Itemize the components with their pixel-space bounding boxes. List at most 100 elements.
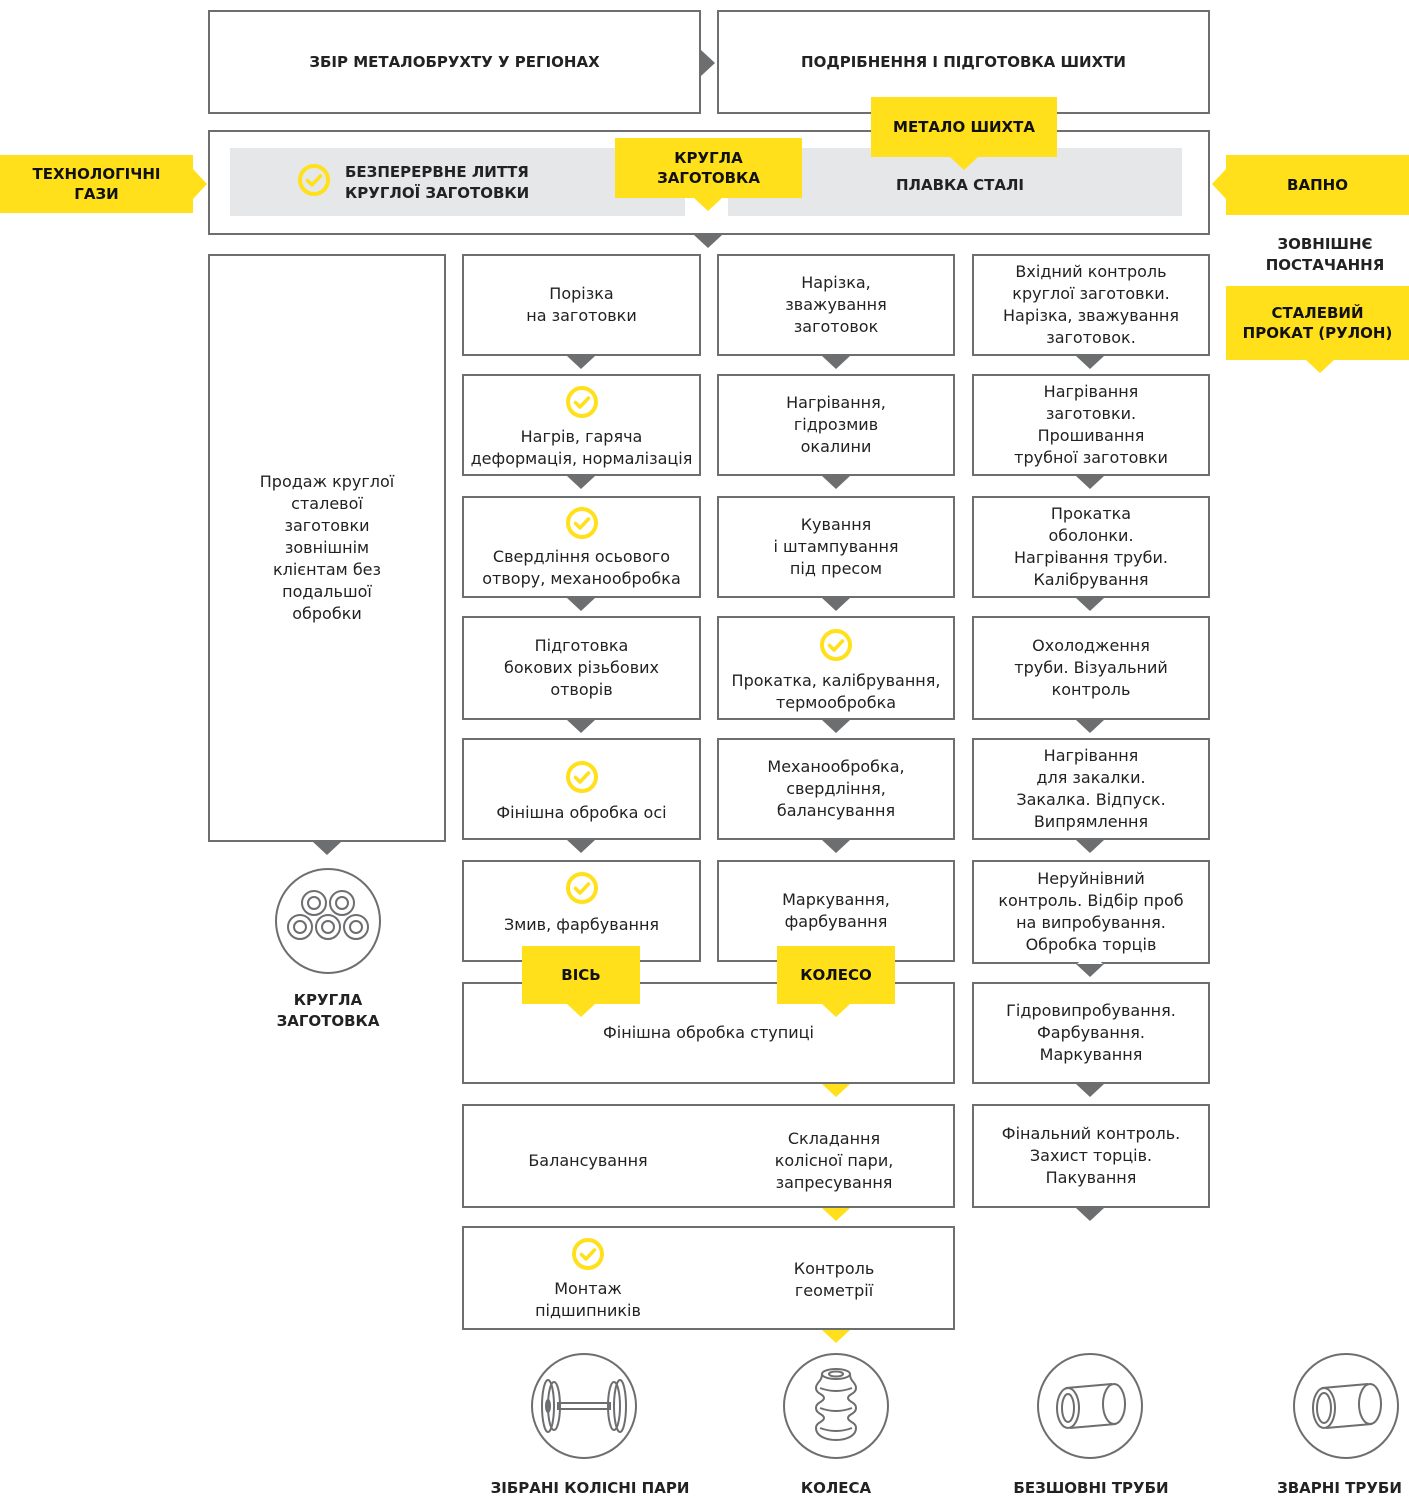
axle-step-4-label: Підготовка бокових різьбових отворів (504, 636, 659, 699)
welded-pipe-icon (1293, 1353, 1399, 1459)
axle-step-6: Змив, фарбування (462, 860, 701, 962)
wheel-step-5-label: Механообробка, свердління, балансування (767, 757, 905, 820)
continuous-casting-label: БЕЗПЕРЕРВНЕ ЛИТТЯ КРУГЛОЇ ЗАГОТОВКИ (345, 163, 530, 202)
check-circle-icon (572, 1238, 604, 1270)
external-supply-label: ЗОВНІШНЄ ПОСТАЧАННЯ (1265, 235, 1385, 274)
wheel-step-3: Кування і штампування під пресом (717, 496, 955, 598)
arrow-down-icon (567, 476, 595, 489)
wheel-step-3-label: Кування і штампування під пресом (773, 515, 899, 578)
bearings-geometry-box (462, 1226, 955, 1330)
arrow-down-icon (822, 1330, 850, 1343)
arrow-down-icon (1076, 720, 1104, 733)
wheels-product-label: КОЛЕСА (800, 1479, 872, 1497)
check-circle-icon (566, 507, 598, 539)
arrow-down-icon (1306, 360, 1334, 373)
arrow-down-icon (1076, 476, 1104, 489)
wheel-step-1-label: Нарізка, зважування заготовок (785, 273, 887, 336)
pipe-step-2-label: Нагрівання заготовки. Прошивання трубної… (1014, 382, 1168, 467)
axle-step-1: Порізка на заготовки (462, 254, 701, 356)
arrow-left-icon (1212, 169, 1226, 199)
arrow-down-icon (1076, 964, 1104, 977)
wheelset-icon (531, 1353, 637, 1459)
pipe-step-6-label: Неруйнівний контроль. Відбір проб на вип… (998, 869, 1184, 954)
check-circle-icon (566, 386, 598, 418)
check-circle-icon (820, 629, 852, 661)
arrow-down-icon (1076, 1084, 1104, 1097)
axle-step-4: Підготовка бокових різьбових отворів (462, 616, 701, 720)
seamless-pipe-icon (1037, 1353, 1143, 1459)
arrow-down-icon (567, 720, 595, 733)
pipe-step-3: Прокатка оболонки. Нагрівання труби. Кал… (972, 496, 1210, 598)
wheel-step-5: Механообробка, свердління, балансування (717, 738, 955, 840)
pipe-step-1-label: Вхідний контроль круглої заготовки. Нарі… (1003, 262, 1179, 347)
axle-step-2: Нагрів, гаряча деформація, нормалізація (462, 374, 701, 476)
pipe-step-4-label: Охолодження труби. Візуальний контроль (1014, 636, 1168, 699)
pipe-step-3-label: Прокатка оболонки. Нагрівання труби. Кал… (1013, 504, 1168, 589)
axle-step-6-label: Змив, фарбування (503, 915, 660, 934)
billet-sale-box: Продаж круглої сталевої заготовки зовніш… (208, 254, 446, 842)
pipe-step-8-label: Фінальний контроль. Захист торців. Пакув… (1001, 1124, 1181, 1187)
balancing-label: Балансування (528, 1151, 648, 1170)
arrow-down-icon (567, 598, 595, 611)
axle-step-3-label: Свердління осьового отвору, механообробк… (482, 547, 681, 588)
arrow-down-icon (694, 235, 722, 248)
pipe-step-5: Нагрівання для закалки. Закалка. Відпуск… (972, 738, 1210, 840)
lime-tag: ВАПНО (1226, 155, 1409, 215)
wheelsets-product-label: ЗІБРАНІ КОЛІСНІ ПАРИ (490, 1479, 690, 1497)
pipe-step-4: Охолодження труби. Візуальний контроль (972, 616, 1210, 720)
balancing-assembly-box (462, 1104, 955, 1208)
axle-step-2-label: Нагрів, гаряча деформація, нормалізація (470, 427, 693, 468)
round-billet-tag: КРУГЛА ЗАГОТОВКА (615, 138, 802, 198)
arrow-down-icon (822, 1084, 850, 1097)
geometry-control-label: Контроль геометрії (793, 1259, 875, 1300)
metal-charge-tag: МЕТАЛО ШИХТА (871, 97, 1057, 157)
axle-step-5-label: Фінішна обробка осі (496, 803, 667, 822)
arrow-down-icon (1076, 840, 1104, 853)
arrow-down-icon (313, 842, 341, 855)
wheel-step-6-label: Маркування, фарбування (782, 890, 890, 931)
wheel-step-6: Маркування, фарбування (717, 860, 955, 962)
arrow-down-icon (950, 157, 978, 170)
arrow-down-icon (1076, 1208, 1104, 1221)
round-billet-product-label: КРУГЛА ЗАГОТОВКА (276, 991, 380, 1030)
arrow-down-icon (1076, 356, 1104, 369)
charge-preparation-label: ПОДРІБНЕННЯ І ПІДГОТОВКА ШИХТИ (801, 52, 1126, 71)
hub-finishing-label: Фінішна обробка ступиці (603, 1023, 814, 1042)
pipe-step-7-label: Гідровипробування. Фарбування. Маркуванн… (1006, 1001, 1176, 1064)
arrow-down-icon (822, 1004, 850, 1017)
wheelset-assembly-label: Складання колісної пари, запресування (774, 1129, 894, 1192)
technological-gases-tag: ТЕХНОЛОГІЧНІ ГАЗИ (0, 155, 193, 213)
welded-pipes-product-label: ЗВАРНІ ТРУБИ (1277, 1479, 1402, 1497)
arrow-down-icon (822, 476, 850, 489)
casting-band (230, 148, 685, 216)
axle-step-1-label: Порізка на заготовки (526, 284, 637, 325)
check-circle-icon (566, 761, 598, 793)
bearings-label: Монтаж підшипників (535, 1279, 641, 1320)
round-billet-icon (275, 868, 381, 974)
arrow-right-icon (701, 50, 715, 76)
notch-icon (1076, 952, 1104, 965)
arrow-right-icon (193, 169, 207, 199)
pipe-step-7: Гідровипробування. Фарбування. Маркуванн… (972, 982, 1210, 1084)
pipe-step-1: Вхідний контроль круглої заготовки. Нарі… (972, 254, 1210, 356)
arrow-down-icon (567, 356, 595, 369)
seamless-pipes-product-label: БЕЗШОВНІ ТРУБИ (1013, 1479, 1169, 1497)
steel-coil-tag: СТАЛЕВИЙ ПРОКАТ (РУЛОН) (1226, 286, 1409, 360)
pipe-step-6: Неруйнівний контроль. Відбір проб на вип… (972, 860, 1210, 964)
wheel-icon (783, 1353, 889, 1459)
check-circle-icon (566, 872, 598, 904)
scrap-collection-label: ЗБІР МЕТАЛОБРУХТУ У РЕГІОНАХ (309, 52, 600, 71)
arrow-down-icon (822, 1208, 850, 1221)
arrow-down-icon (822, 356, 850, 369)
arrow-down-icon (567, 840, 595, 853)
charge-preparation-box: ПОДРІБНЕННЯ І ПІДГОТОВКА ШИХТИ (717, 10, 1210, 114)
pipe-step-5-label: Нагрівання для закалки. Закалка. Відпуск… (1016, 746, 1166, 831)
wheel-step-1: Нарізка, зважування заготовок (717, 254, 955, 356)
arrow-down-icon (822, 720, 850, 733)
axle-step-3: Свердління осьового отвору, механообробк… (462, 496, 701, 598)
wheel-step-2: Нагрівання, гідрозмив окалини (717, 374, 955, 476)
arrow-down-icon (567, 1004, 595, 1017)
wheel-step-2-label: Нагрівання, гідрозмив окалини (786, 393, 886, 456)
wheel-tag: КОЛЕСО (777, 946, 895, 1004)
billet-sale-label: Продаж круглої сталевої заготовки зовніш… (259, 472, 395, 623)
